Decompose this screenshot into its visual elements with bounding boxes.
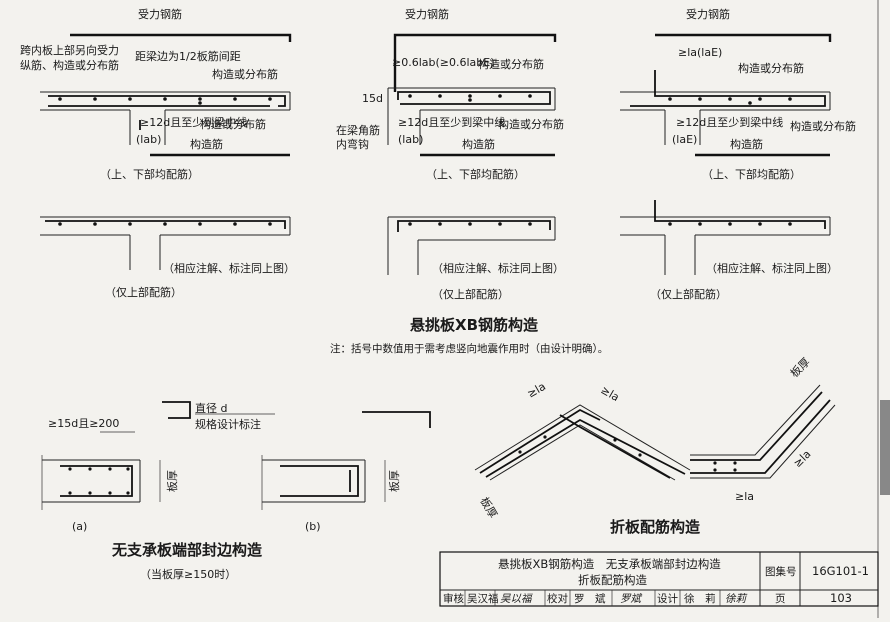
dist-rebar-label-2: 构造或分布筋 — [200, 117, 266, 131]
fold-la-2: ≥la — [599, 383, 622, 404]
sheet-edge-tab — [880, 400, 890, 495]
main-note: 注：括号中数值用于需考虑竖向地震作用时（由设计明确）。 — [330, 342, 608, 355]
dist-rebar-label-1: 构造或分布筋 — [212, 67, 278, 81]
main-rebar-label: 受力钢筋 — [686, 7, 730, 21]
bottom-rebar-label: 构造筋 — [730, 137, 763, 151]
mid-note-2: （相应注解、标注同上图） — [432, 261, 564, 275]
anchor-paren-label: (lab) — [136, 133, 161, 146]
tb-design-sign: 徐莉 — [725, 593, 747, 605]
tb-page-label: 页 — [775, 593, 786, 605]
side-dim-label: 15d — [362, 92, 383, 105]
caption-top-1: （上、下部均配筋） — [100, 167, 199, 181]
caption-top-3: （上、下部均配筋） — [702, 167, 801, 181]
main-title: 悬挑板XB钢筋构造 — [410, 316, 538, 334]
edge-thick-b: 板厚 — [387, 470, 401, 492]
spacing-label: 距梁边为1/2板筋间距 — [135, 49, 241, 63]
corner-hook-label-2: 内弯钩 — [336, 137, 369, 151]
tb-review-label: 审核 — [443, 592, 464, 605]
edge-closure-diagrams: ≥15d且≥200 板厚 (a) 直径 d 规格设计标注 板厚 (b) 无支承板… — [41, 401, 431, 581]
edge-label-b: (b) — [305, 520, 321, 533]
edge-dia-label: 直径 d — [195, 401, 227, 415]
dist-rebar-label-2: 构造或分布筋 — [498, 117, 564, 131]
top-dim-label: ≥la(laE) — [678, 46, 722, 59]
anchor-paren-label: (lab) — [398, 133, 423, 146]
fold-thick-left: 板厚 — [477, 495, 500, 521]
tb-review-sign: 吴以福 — [500, 593, 533, 605]
tb-check-name: 罗 斌 — [574, 593, 606, 605]
edge-label-a: (a) — [72, 520, 87, 533]
fold-la-4: ≥la — [735, 490, 754, 503]
inner-top-label: 跨内板上部另向受力 — [20, 43, 119, 57]
inner-top-label-2: 纵筋、构造或分布筋 — [20, 58, 119, 72]
tb-title-line2: 折板配筋构造 — [578, 573, 647, 587]
fold-title: 折板配筋构造 — [610, 518, 700, 536]
edge-dia-note: 规格设计标注 — [195, 417, 261, 431]
bottom-rebar-label: 构造筋 — [190, 137, 223, 151]
tb-design-name: 徐 莉 — [684, 592, 716, 605]
tb-check-label: 校对 — [547, 592, 568, 605]
caption-mid-2: （仅上部配筋） — [432, 287, 509, 301]
top-dim-label: ≥0.6lab(≥0.6labE) — [392, 56, 495, 69]
tb-check-sign: 罗斌 — [620, 593, 642, 605]
folded-plate-diagrams: ≥la ≥la 板厚 板厚 ≥la ≥la 折板配筋构造 — [474, 355, 836, 536]
anchor-paren-label: (laE) — [672, 133, 697, 146]
edge-title: 无支承板端部封边构造 — [111, 541, 262, 559]
anchor-label: ≥12d且至少到梁中线 — [676, 115, 783, 129]
caption-mid-3: （仅上部配筋） — [650, 287, 727, 301]
dist-rebar-label-2: 构造或分布筋 — [790, 119, 856, 133]
caption-mid-1: （仅上部配筋） — [105, 285, 182, 299]
bottom-rebar-label: 构造筋 — [462, 137, 495, 151]
panel-mid-2: （相应注解、标注同上图） （仅上部配筋） — [387, 216, 564, 301]
anchor-label: ≥12d且至少到梁中线 — [398, 115, 505, 129]
panel-top-2: 受力钢筋 ≥0.6lab(≥0.6labE) 构造或分布筋 15d 在梁角筋 内… — [336, 7, 564, 181]
mid-note-3: （相应注解、标注同上图） — [706, 261, 838, 275]
dist-rebar-label-1: 构造或分布筋 — [738, 61, 804, 75]
edge-dim-a: ≥15d且≥200 — [48, 417, 119, 430]
edge-subtitle: （当板厚≥150时） — [140, 567, 236, 581]
tb-title-line1: 悬挑板XB钢筋构造 无支承板端部封边构造 — [498, 557, 721, 571]
tb-atlas-label: 图集号 — [765, 565, 797, 578]
panel-mid-3: （相应注解、标注同上图） （仅上部配筋） — [620, 200, 838, 301]
anchor-label: ≥12d且至少到梁中线 — [140, 115, 247, 129]
main-rebar-label: 受力钢筋 — [138, 7, 182, 21]
tb-atlas-no: 16G101-1 — [812, 564, 869, 578]
panel-top-1: 受力钢筋 跨内板上部另向受力 纵筋、构造或分布筋 距梁边为1/2板筋间距 构造或… — [20, 7, 292, 181]
fold-thick-right: 板厚 — [787, 355, 812, 380]
corner-hook-label: 在梁角筋 — [336, 123, 380, 137]
mid-note-1: （相应注解、标注同上图） — [163, 261, 295, 275]
main-rebar-label: 受力钢筋 — [405, 7, 449, 21]
tb-design-label: 设计 — [657, 592, 678, 605]
panel-mid-1: （相应注解、标注同上图） （仅上部配筋） — [40, 216, 295, 299]
tb-review-name: 吴汉福 — [467, 592, 499, 605]
edge-thick-a: 板厚 — [165, 470, 179, 492]
fold-la-1: ≥la — [525, 380, 548, 401]
caption-top-2: （上、下部均配筋） — [426, 167, 525, 181]
dist-rebar-label-1: 构造或分布筋 — [478, 57, 544, 71]
panel-top-3: 受力钢筋 ≥la(laE) 构造或分布筋 ≥12d且至少到梁中线 (laE) 构… — [620, 7, 856, 181]
tb-page-no: 103 — [830, 591, 852, 605]
title-block: 悬挑板XB钢筋构造 无支承板端部封边构造 折板配筋构造 图集号 16G101-1… — [439, 551, 879, 607]
